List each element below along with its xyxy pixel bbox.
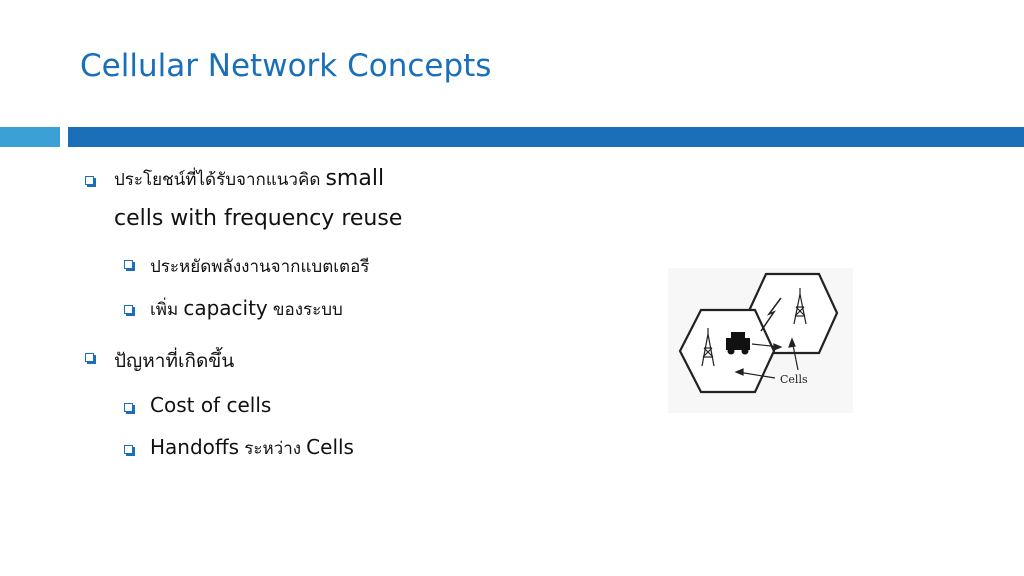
bullet-square-icon [85,353,94,362]
mobile-car-icon [726,332,750,355]
bullet-1-sub-2-post: ของระบบ [272,300,343,320]
bullet-1-en: small [325,166,385,191]
sub-bullet-square-icon [124,260,133,269]
bullet-1-sub-2-pre: เพิ่ม [150,300,179,320]
diagram-cells-label: Cells [780,373,808,386]
bullet-2-sub-2-en2: Cells [306,435,354,459]
bullet-2-text: ปัญหาที่เกิดขึ้น [114,350,235,372]
bullet-2-sub-2-thai: ระหว่าง [244,439,302,459]
bullet-2-sub-2: Handoffs ระหว่าง Cells [150,435,354,462]
bullet-1-line2: cells with frequency reuse [114,206,403,231]
bullet-2-sub-1: Cost of cells [150,393,272,417]
cell-tower-right-icon [793,288,807,325]
cellular-cells-diagram: Cells [668,268,853,413]
bullet-2-sub-2-en: Handoffs [150,435,240,459]
sub-bullet-square-icon [124,305,133,314]
bullet-1-text: ประโยชน์ที่ได้รับจากแนวคิด small [114,166,384,193]
bullet-square-icon [85,176,94,185]
bullet-1-sub-2-en: capacity [183,296,268,320]
signal-link-icon [760,297,782,332]
sub-bullet-square-icon [124,445,133,454]
header-bar-accent [0,127,60,147]
cell-hexagon-left [678,308,776,394]
header-bar [68,127,1024,147]
slide-title: Cellular Network Concepts [80,48,492,84]
pointer-arrows [734,337,799,379]
bullet-1-sub-2: เพิ่ม capacity ของระบบ [150,296,343,323]
cell-tower-left-icon [701,328,715,367]
bullet-1-thai: ประโยชน์ที่ได้รับจากแนวคิด [114,170,321,190]
sub-bullet-square-icon [124,403,133,412]
bullet-1-sub-1: ประหยัดพลังงานจากแบตเตอรี [150,257,370,277]
